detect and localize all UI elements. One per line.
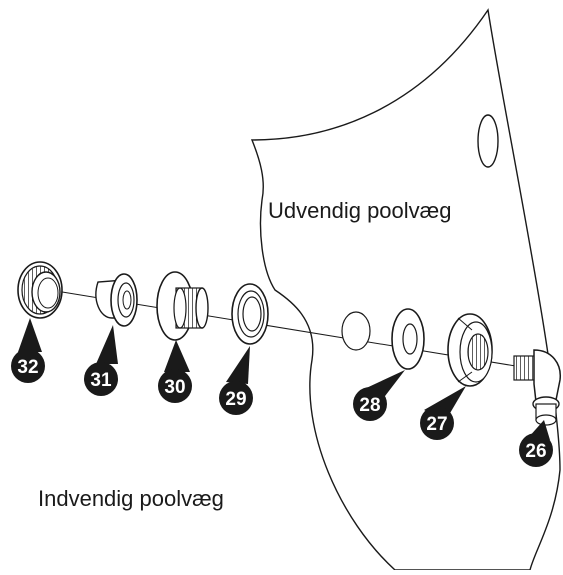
badge-27-text: 27 (426, 414, 447, 435)
wall-hole (477, 114, 499, 168)
badge-28: 28 (353, 370, 405, 421)
badge-32-text: 32 (17, 357, 38, 378)
part-26-elbow (513, 349, 561, 426)
badge-29: 29 (219, 346, 253, 415)
part-30-threaded-flange (156, 271, 209, 341)
badge-26: 26 (519, 420, 553, 467)
wall-through-hole (341, 311, 371, 351)
outside-wall-label: Udvendig poolvæg (268, 198, 452, 223)
badge-31-text: 31 (90, 370, 112, 391)
part-31-eyeball (95, 273, 138, 327)
badge-32: 32 (11, 318, 45, 383)
pool-wall (250, 8, 561, 571)
part-27-fitting-nut (447, 313, 493, 387)
inside-wall-label: Indvendig poolvæg (38, 486, 224, 511)
badge-30: 30 (158, 340, 192, 403)
badge-26-text: 26 (525, 441, 546, 462)
part-29-gasket (231, 283, 269, 345)
badge-27: 27 (420, 386, 466, 440)
badge-30-text: 30 (164, 377, 185, 398)
badge-28-text: 28 (359, 395, 380, 416)
part-28-washer (391, 308, 425, 370)
part-32-lock-nut (17, 261, 63, 319)
badge-31: 31 (84, 325, 118, 396)
badge-29-text: 29 (225, 389, 246, 410)
